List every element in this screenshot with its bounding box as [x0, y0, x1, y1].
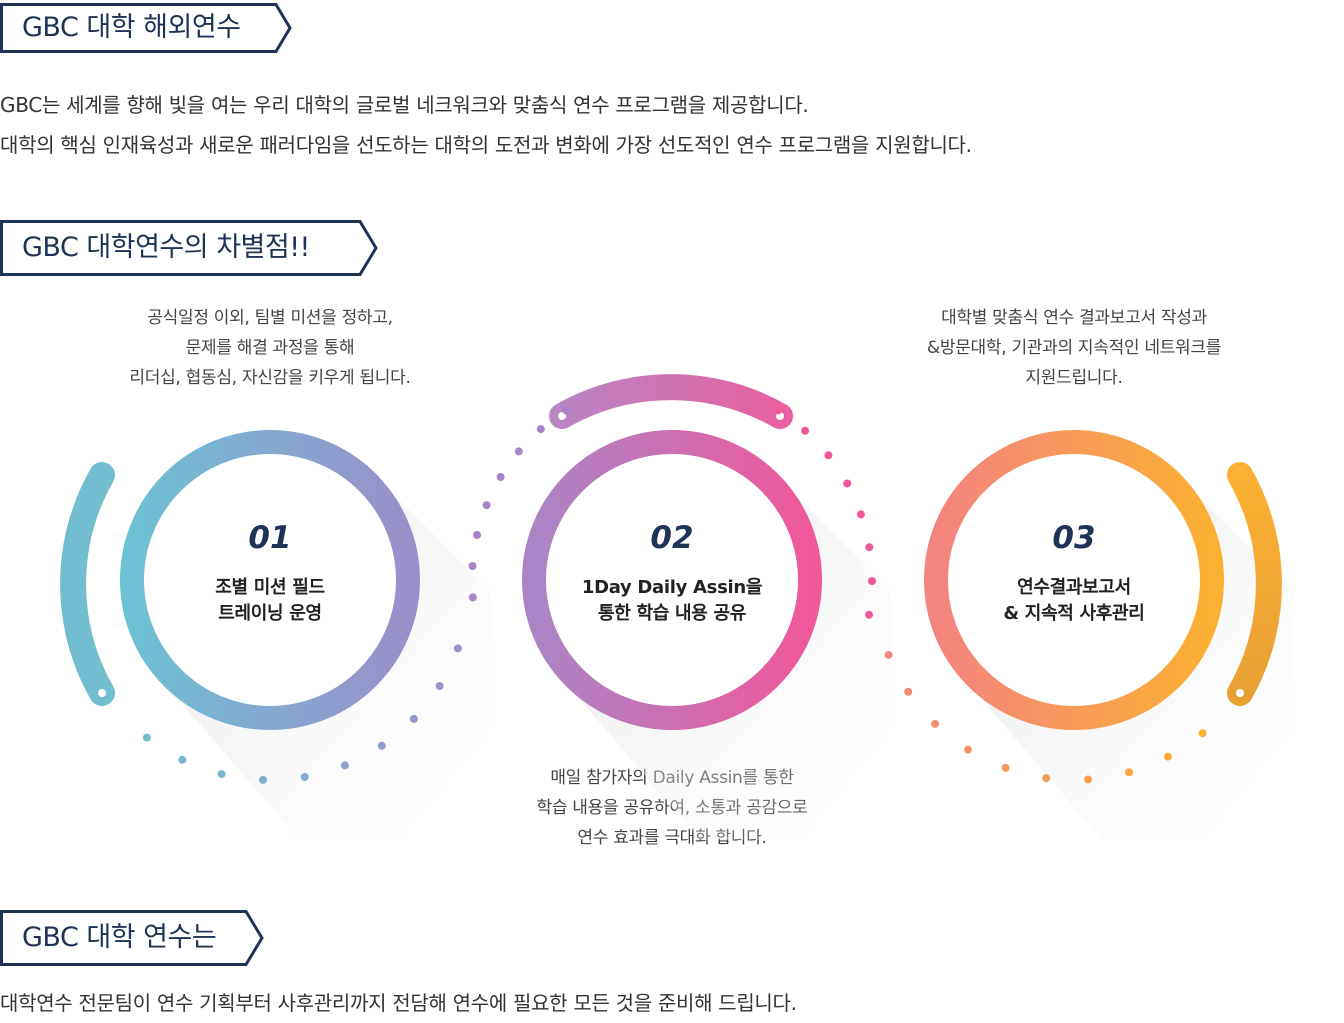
connector-dot: [409, 714, 418, 723]
step-1-outer-arc: [60, 462, 115, 706]
tag-arrow-frame: [0, 910, 264, 966]
step-1-description: 공식일정 이외, 팀별 미션을 정하고, 문제를 해결 과정을 통해 리더십, …: [129, 308, 411, 388]
section-tag-differentiators: GBC 대학연수의 차별점!!: [0, 220, 390, 276]
section-title: GBC 대학 해외연수: [22, 12, 241, 43]
connector-dot: [774, 406, 782, 415]
connector-dot: [1125, 768, 1134, 777]
connector-dot: [217, 770, 226, 779]
arc-end-dot: [558, 412, 566, 420]
connector-dot: [1084, 775, 1092, 784]
connector-dot: [468, 593, 477, 602]
section-tag-summary: GBC 대학 연수는: [0, 910, 280, 966]
process-diagram: [60, 374, 1292, 840]
step-2-circle: [522, 430, 822, 730]
connector-dot: [884, 650, 893, 659]
connector-dot: [1163, 752, 1172, 761]
section-tag-overseas: GBC 대학 해외연수: [0, 3, 300, 53]
step-1-circle: [120, 430, 420, 730]
connector-dot: [964, 745, 972, 754]
intro-line-1: GBC는 세계를 향해 빛을 여는 우리 대학의 글로벌 네크워크와 맞춤식 연…: [0, 93, 809, 117]
step-3-circle: [924, 430, 1224, 730]
connector-dot: [865, 543, 874, 552]
connector-dot: [300, 773, 309, 781]
step-3-title: 연수결과보고서 & 지속적 사후관리: [1003, 577, 1145, 624]
step-1-number: 01: [248, 520, 292, 556]
step-2-number: 02: [650, 520, 694, 556]
arc-end-dot: [98, 689, 106, 697]
connector-dot: [536, 425, 545, 434]
connector-dot: [142, 733, 151, 742]
connector-dot: [377, 741, 386, 750]
connector-dot: [1198, 729, 1207, 738]
section-title: GBC 대학연수의 차별점!!: [22, 232, 310, 263]
connector-dot: [1042, 774, 1051, 783]
connector-dot: [931, 719, 940, 728]
connector-dot: [865, 610, 873, 619]
connector-dot: [514, 447, 523, 456]
connector-dot: [453, 644, 462, 653]
step-1-title: 조별 미션 필드 트레이닝 운영: [215, 577, 325, 624]
connector-dot: [340, 761, 349, 770]
tag-arrow-frame: [0, 220, 378, 276]
step-3-outer-arc: [1227, 462, 1282, 706]
connector-dot: [473, 531, 482, 539]
tag-arrow-frame: [0, 3, 292, 53]
connector-dot: [904, 687, 913, 696]
connector-dot: [843, 479, 852, 488]
summary-line: 대학연수 전문팀이 연수 기획부터 사후관리까지 전담해 연수에 필요한 모든 …: [0, 991, 797, 1015]
step-2-outer-arc: [549, 374, 793, 429]
step-2-title: 1Day Daily Assin을 통한 학습 내용 공유: [581, 577, 763, 624]
intro-line-2: 대학의 핵심 인재육성과 새로운 패러다임을 선도하는 대학의 도전과 변화에 …: [0, 133, 972, 157]
section-title: GBC 대학 연수는: [22, 922, 217, 953]
connector-dot: [801, 426, 810, 435]
step-3-description: 대학별 맞춤식 연수 결과보고서 작성과 &방문대학, 기관과의 지속적인 네트…: [926, 308, 1222, 388]
connector-dot: [562, 406, 570, 415]
dotted-connectors: [142, 406, 1207, 784]
connector-dot: [856, 510, 865, 519]
connector-dot: [435, 682, 444, 690]
connector-dot: [868, 577, 876, 585]
arc-end-dot: [1236, 689, 1244, 697]
connector-dot: [259, 775, 267, 784]
connector-dot: [468, 562, 477, 570]
connector-dot: [1001, 763, 1010, 772]
connector-dot: [482, 501, 491, 510]
step-3-number: 03: [1052, 520, 1096, 556]
connector-dot: [178, 755, 187, 764]
connector-dot: [496, 473, 505, 481]
connector-dot: [824, 451, 833, 460]
